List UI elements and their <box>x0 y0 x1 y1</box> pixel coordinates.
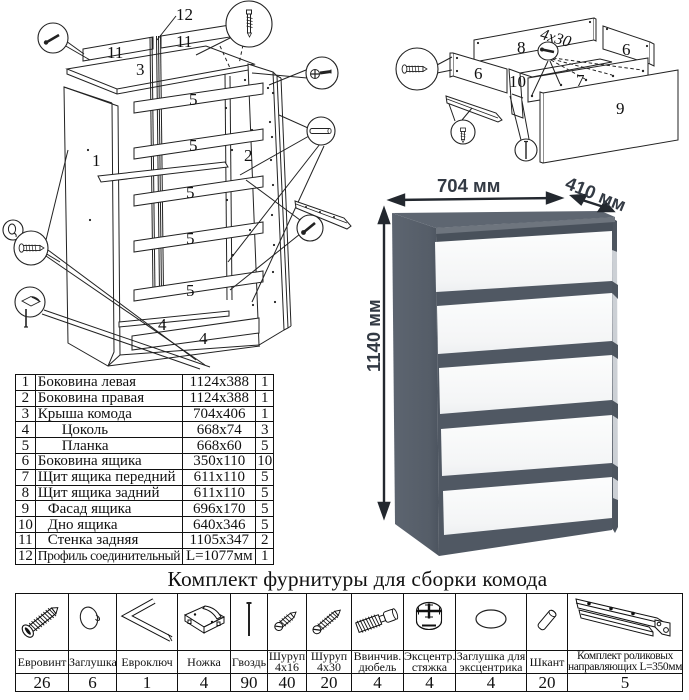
svg-text:11: 11 <box>107 43 123 62</box>
svg-text:5: 5 <box>189 90 198 109</box>
svg-text:11: 11 <box>176 32 192 51</box>
svg-text:5: 5 <box>189 136 198 155</box>
svg-text:5: 5 <box>186 229 195 248</box>
svg-text:7: 7 <box>576 71 585 90</box>
svg-text:10: 10 <box>509 72 526 91</box>
svg-text:6: 6 <box>474 64 483 83</box>
svg-text:4: 4 <box>158 315 167 334</box>
svg-text:9: 9 <box>616 99 625 118</box>
svg-text:6: 6 <box>622 40 631 59</box>
svg-text:5: 5 <box>186 281 195 300</box>
svg-text:4: 4 <box>199 329 208 348</box>
svg-text:704 мм: 704 мм <box>437 175 500 196</box>
svg-text:12: 12 <box>176 5 193 24</box>
svg-text:1140 мм: 1140 мм <box>363 299 384 372</box>
svg-text:8: 8 <box>517 38 526 57</box>
svg-text:5: 5 <box>186 183 195 202</box>
svg-text:3: 3 <box>136 60 145 79</box>
svg-text:1: 1 <box>92 151 101 170</box>
svg-text:2: 2 <box>244 146 253 165</box>
svg-text:410 мм: 410 мм <box>563 172 630 215</box>
